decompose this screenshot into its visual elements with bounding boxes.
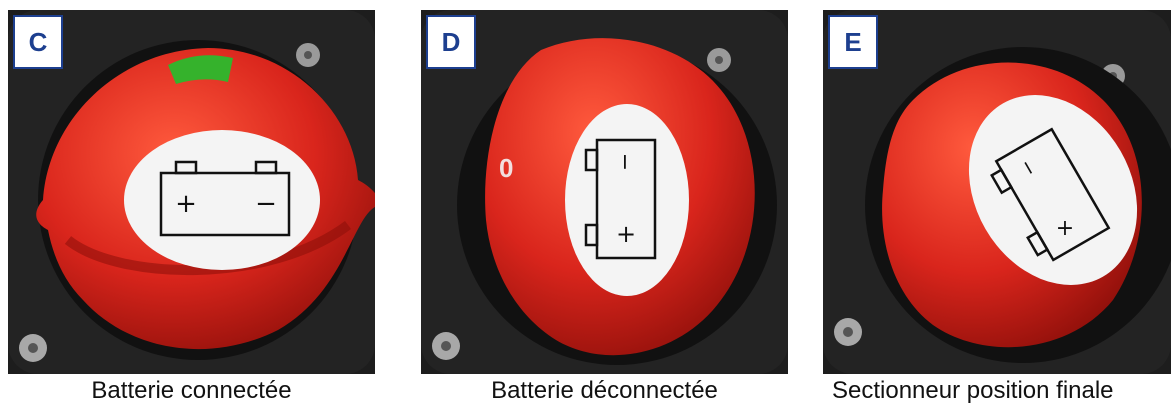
caption-final-position: Sectionneur position finale [832,377,1114,404]
svg-text:−: − [612,153,637,171]
panel-letter-d: D [426,15,476,69]
battery-symbol-icon [990,127,1111,262]
battery-symbol-icon [584,138,657,260]
caption-battery-connected: Batterie connectée [91,377,292,404]
battery-switch-final-position-photo: − + [823,10,1171,374]
svg-text:+: + [1056,216,1074,241]
battery-switch-disconnected-photo: 0 − + [421,10,788,374]
svg-text:0: 0 [499,153,513,183]
green-indicator-icon [168,55,233,84]
photo-panel-final-position: − + E [823,10,1171,374]
panel-letter-e: E [828,15,878,69]
svg-text:+: + [616,220,636,248]
photo-panel-disconnected: 0 − + D [421,10,788,374]
battery-switch-connected-photo: + − [8,10,375,374]
photo-panel-connected: + − C [8,10,375,374]
panel-letter-c: C [13,15,63,69]
svg-text:+: + [175,189,197,219]
svg-text:−: − [255,189,277,219]
caption-battery-disconnected: Batterie déconnectée [491,377,718,404]
battery-symbol-icon [159,160,291,237]
